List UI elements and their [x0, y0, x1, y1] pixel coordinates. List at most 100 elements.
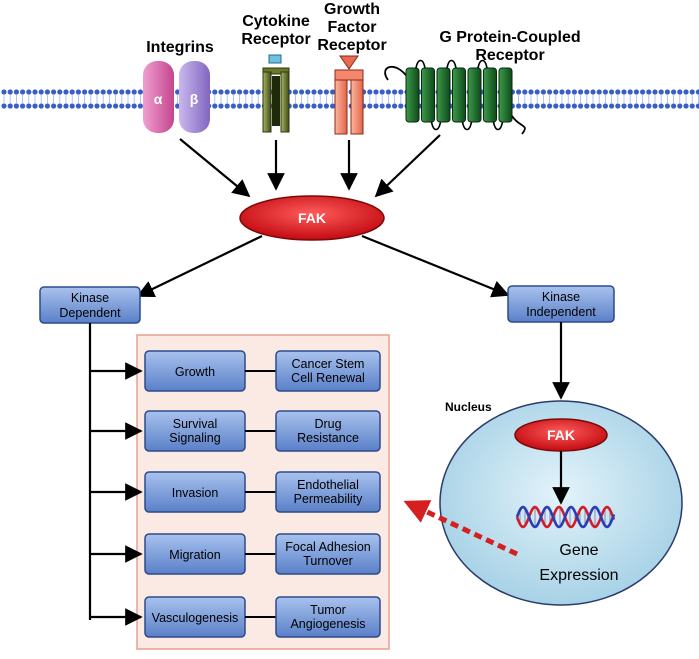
alpha-label: α	[154, 91, 163, 107]
outcome-right-box	[275, 533, 381, 575]
lipid-head	[516, 103, 522, 109]
lipid-head	[671, 103, 677, 109]
lipid-head	[683, 103, 689, 109]
gpcr-helix	[405, 67, 420, 123]
cell-membrane	[1, 89, 699, 109]
lipid-head	[621, 103, 627, 109]
gpcr-c-terminus	[511, 115, 526, 135]
lipid-head	[119, 89, 125, 95]
lipid-head	[392, 89, 398, 95]
outcome-left-text: Vasculogenesis	[152, 611, 239, 625]
lipid-head	[602, 89, 609, 95]
lipid-head	[113, 103, 119, 109]
lipid-head	[528, 103, 534, 109]
lipid-head	[652, 103, 658, 109]
lipid-head	[677, 89, 683, 95]
lipid-head	[305, 89, 311, 95]
lipid-head	[94, 103, 100, 109]
outcome-right-text: Cell Renewal	[291, 371, 365, 385]
lipid-head	[534, 103, 540, 109]
lipid-head	[379, 103, 385, 109]
gpcr-loop	[446, 59, 457, 69]
receptor-to-fak-arrows	[179, 134, 441, 198]
lipid-head	[609, 89, 615, 95]
lipid-head	[1, 103, 7, 109]
lipid-head	[69, 89, 75, 95]
lipid-head	[255, 89, 261, 95]
lipid-head	[7, 89, 13, 95]
lipid-head	[224, 103, 230, 109]
growth-factor-receptor: Growth Factor Receptor	[317, 1, 387, 135]
lipid-head	[627, 89, 633, 95]
outcome-right-box	[275, 596, 381, 638]
arrow-integrins-fak	[179, 138, 251, 198]
lipid-head	[137, 103, 143, 109]
outcome-right-text: Turnover	[303, 554, 353, 568]
lipid-head	[640, 103, 646, 109]
lipid-head	[100, 89, 106, 95]
lipid-head	[230, 89, 236, 95]
lipid-head	[317, 103, 323, 109]
gpcr-helix	[483, 67, 497, 123]
lipid-head	[516, 89, 522, 95]
fak-ellipse	[239, 195, 385, 241]
lipid-head	[565, 89, 571, 95]
lipid-head	[75, 103, 81, 109]
lipid-head	[323, 103, 329, 109]
outcome-right-text: Drug	[314, 417, 341, 431]
lipid-head	[125, 103, 131, 109]
lipid-head	[249, 89, 255, 95]
gpcr-loop	[461, 121, 473, 131]
lipid-head	[367, 89, 373, 95]
nuclear-fak-label: FAK	[547, 427, 575, 443]
cytokine-title-line1: Cytokine	[242, 13, 310, 30]
lipid-head	[373, 89, 379, 95]
lipid-head	[175, 89, 181, 95]
kinase-dependent-box: Kinase Dependent	[39, 286, 141, 324]
lipid-head	[633, 103, 640, 109]
lipid-head	[528, 89, 534, 95]
lipid-head	[13, 89, 19, 95]
lipid-head	[633, 89, 640, 95]
lipid-head	[540, 103, 547, 109]
lipid-head	[385, 89, 391, 95]
lipid-head	[305, 103, 311, 109]
lipid-head	[212, 103, 218, 109]
lipid-head	[621, 89, 627, 95]
outcome-right-box	[275, 471, 381, 513]
lipid-head	[255, 103, 261, 109]
lipid-head	[20, 89, 26, 95]
lipid-head	[547, 103, 553, 109]
lipid-head	[615, 89, 621, 95]
integrin-alpha-subunit	[143, 61, 174, 133]
nucleus-label: Nucleus	[445, 400, 492, 414]
gfr-chain-right	[350, 71, 364, 135]
lipid-head	[243, 103, 249, 109]
gfr-title-line3: Receptor	[317, 37, 386, 54]
lipid-head	[373, 103, 379, 109]
lipid-head	[385, 103, 391, 109]
lipid-head	[106, 89, 112, 95]
lipid-head	[32, 89, 38, 95]
lipid-head	[664, 103, 671, 109]
lipid-head	[13, 103, 19, 109]
lipid-head	[640, 89, 646, 95]
lipid-head	[69, 103, 75, 109]
lipid-head	[113, 89, 119, 95]
outcome-right-text: Angiogenesis	[290, 617, 365, 631]
lipid-head	[175, 103, 181, 109]
outcome-right-text: Endothelial	[297, 478, 359, 492]
lipid-head	[398, 89, 404, 95]
lipid-head	[218, 103, 224, 109]
integrin-beta-subunit	[179, 61, 210, 133]
outcome-right-text: Focal Adhesion	[285, 540, 371, 554]
gpcr-loop	[477, 59, 488, 69]
nucleus: Nucleus FAK Gene Expression	[439, 322, 683, 606]
fak-main: FAK	[239, 195, 385, 241]
dna-helix-icon	[515, 505, 616, 529]
lipid-head	[218, 89, 224, 95]
lipid-head	[88, 89, 94, 95]
